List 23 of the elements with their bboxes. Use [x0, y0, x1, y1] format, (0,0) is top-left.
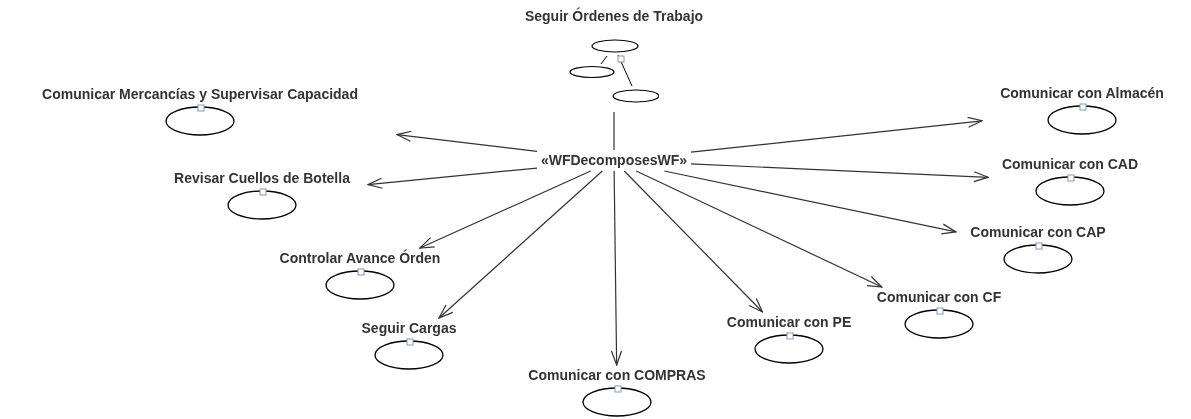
arrow	[690, 163, 989, 183]
arrow	[610, 170, 623, 366]
arrow	[438, 170, 603, 319]
arrow	[690, 116, 983, 153]
use-case-name: Comunicar con COMPRAS	[528, 367, 706, 384]
use-case-name: Comunicar con PE	[726, 314, 852, 331]
use-case-name: Comunicar Mercancías y Supervisar Capacidad	[42, 86, 358, 103]
use-case-name: Comunicar con CAP	[970, 224, 1106, 241]
use-case-name: Seguir Cargas	[361, 320, 457, 337]
arrow	[396, 130, 538, 152]
use-case-name: Revisar Cuellos de Botella	[174, 170, 350, 187]
stereotype-label: «WFDecomposesWF»	[540, 152, 688, 169]
arrow	[663, 170, 957, 235]
use-case-name: Seguir Órdenes de Trabajo	[524, 8, 704, 25]
connector-line	[613, 111, 615, 151]
arrow	[367, 167, 538, 189]
use-case-name: Comunicar con Almacén	[1000, 85, 1164, 102]
use-case-name: Comunicar con CF	[876, 289, 1002, 306]
arrow	[419, 170, 592, 249]
use-case-name: Controlar Avance Órden	[279, 250, 441, 267]
use-case-name: Comunicar con CAD	[1001, 156, 1139, 173]
arrow	[623, 170, 764, 313]
arrow	[635, 170, 883, 288]
